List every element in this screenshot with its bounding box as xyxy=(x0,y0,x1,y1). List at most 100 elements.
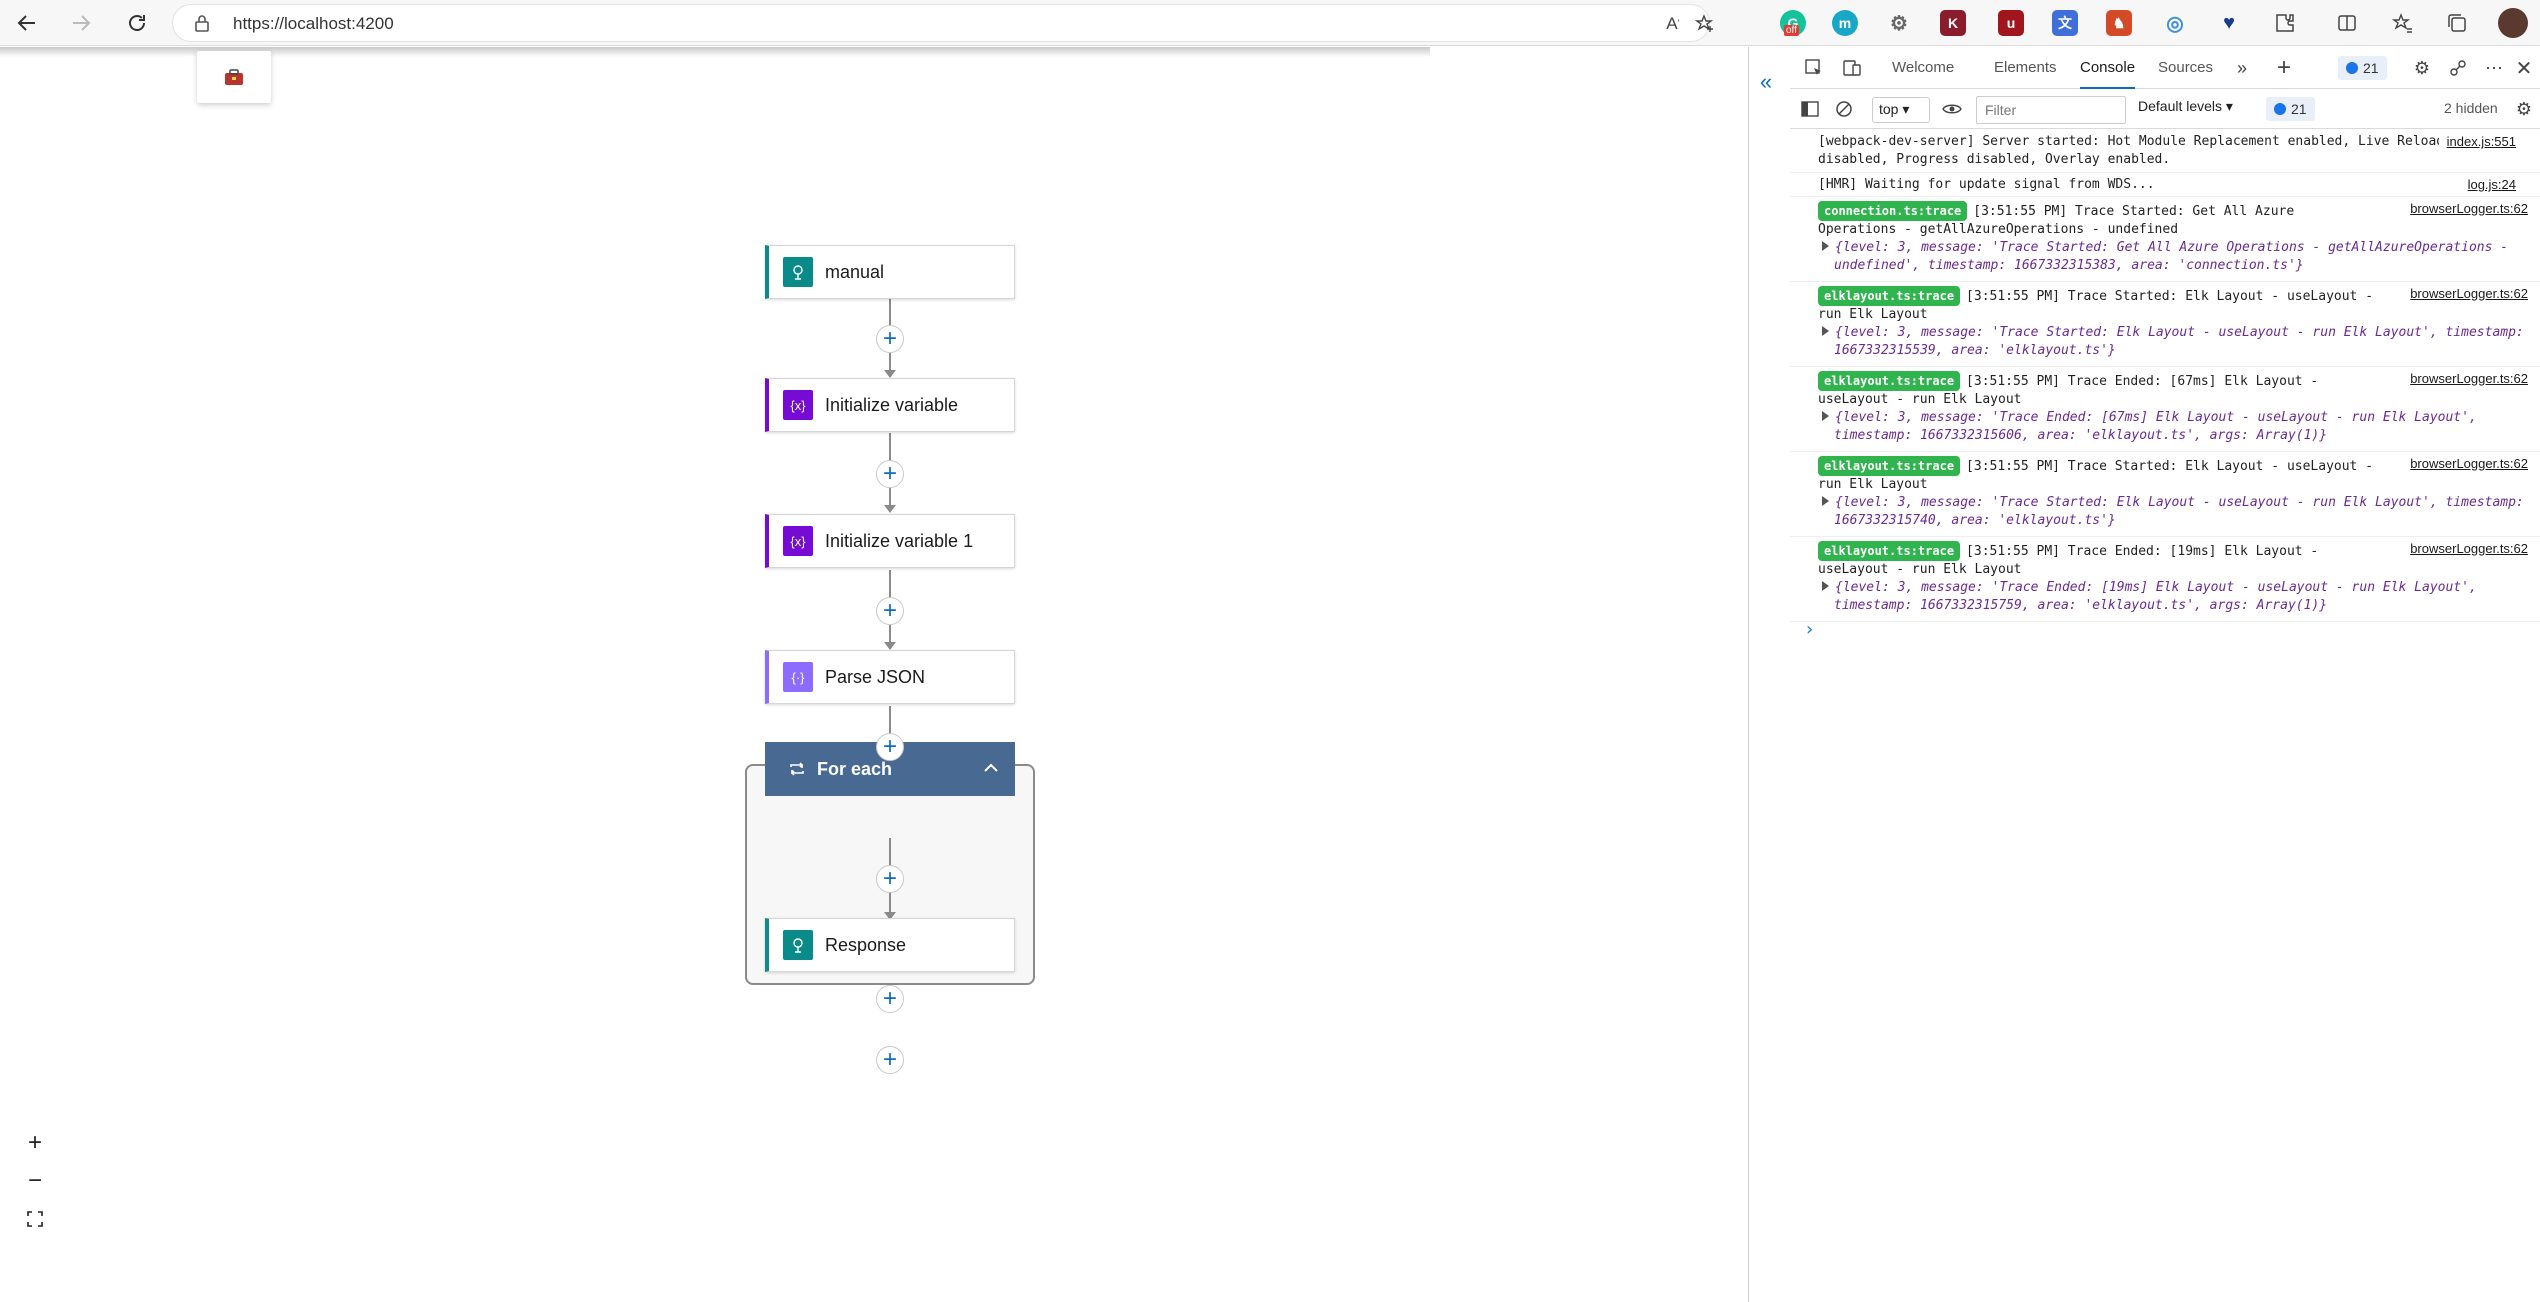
toolbox-icon xyxy=(225,69,243,85)
zoom-out-button[interactable]: − xyxy=(27,1167,42,1194)
tab-elements[interactable]: Elements xyxy=(1994,59,2057,76)
game-icon[interactable]: ♞ xyxy=(2106,10,2132,36)
object-text: {level: 3, message: 'Trace Ended: [19ms]… xyxy=(1834,580,2477,613)
message-source-link[interactable]: browserLogger.ts:62 xyxy=(2402,201,2528,216)
k-extension-icon[interactable]: K xyxy=(1940,10,1966,36)
extensions-icon[interactable] xyxy=(2272,10,2298,36)
node-response[interactable]: Response xyxy=(765,918,1015,972)
sidebar-toggle-icon[interactable] xyxy=(1798,97,1822,121)
refresh-icon xyxy=(129,15,145,31)
more-tabs-icon[interactable]: » xyxy=(2236,57,2247,78)
live-expression-eye-icon[interactable] xyxy=(1940,97,1964,121)
context-select[interactable]: top ▾ xyxy=(1872,97,1930,123)
back-arrow-icon xyxy=(17,15,35,31)
divider xyxy=(1790,172,2540,173)
tab-console[interactable]: Console xyxy=(2080,47,2136,89)
add-tab-icon[interactable]: + xyxy=(2276,54,2291,81)
levels-message-badge[interactable]: 21 xyxy=(2266,97,2315,121)
node-manual-trigger[interactable]: manual xyxy=(765,245,1015,299)
inspect-icon[interactable] xyxy=(1802,56,1826,80)
expand-triangle-icon[interactable] xyxy=(1822,496,1829,506)
node-initialize-variable[interactable]: {x} Initialize variable xyxy=(765,378,1015,432)
refresh-button[interactable] xyxy=(120,6,154,40)
log-levels-dropdown[interactable]: Default levels ▾ xyxy=(2138,98,2233,114)
add-action-button[interactable]: + xyxy=(876,865,904,893)
translate-icon[interactable]: 文 xyxy=(2052,10,2078,36)
node-parse-json[interactable]: {·} Parse JSON xyxy=(765,650,1015,704)
toolbox-button[interactable] xyxy=(197,51,271,103)
clear-console-icon[interactable] xyxy=(1832,97,1856,121)
console-message: [HMR] Waiting for update signal from WDS… xyxy=(1818,176,2528,194)
expand-triangle-icon[interactable] xyxy=(1822,326,1829,336)
node-label: Parse JSON xyxy=(825,666,926,687)
object-preview[interactable]: {level: 3, message: 'Trace Started: Elk … xyxy=(1822,324,2524,360)
divider xyxy=(1790,451,2540,452)
add-action-button[interactable]: + xyxy=(876,985,904,1013)
lock-icon xyxy=(195,15,209,32)
ublock-icon[interactable]: u xyxy=(1998,10,2024,36)
heart-shield-icon[interactable]: ♥ xyxy=(2223,11,2235,34)
console-filter-input[interactable] xyxy=(1976,96,2126,124)
object-preview[interactable]: {level: 3, message: 'Trace Started: Get … xyxy=(1822,239,2524,275)
object-preview[interactable]: {level: 3, message: 'Trace Started: Elk … xyxy=(1822,494,2524,530)
connector-arrow xyxy=(884,642,896,650)
devtools-panel xyxy=(1748,47,2540,1302)
console-message: [webpack-dev-server] Server started: Hot… xyxy=(1818,133,2528,169)
expand-triangle-icon[interactable] xyxy=(1822,241,1829,251)
message-source-link[interactable]: browserLogger.ts:62 xyxy=(2402,371,2528,386)
expand-triangle-icon[interactable] xyxy=(1822,581,1829,591)
tab-welcome[interactable]: Welcome xyxy=(1892,59,1955,76)
message-source-link[interactable]: browserLogger.ts:62 xyxy=(2402,541,2528,556)
add-action-button[interactable]: + xyxy=(876,733,904,761)
gear-extension-icon[interactable]: ⚙ xyxy=(1890,12,1908,35)
settings-gear-icon[interactable]: ⚙ xyxy=(2413,57,2431,78)
collapse-devtools-button[interactable]: « xyxy=(1759,69,1773,94)
extension-badge: off xyxy=(1784,25,1799,36)
split-screen-icon[interactable] xyxy=(2334,10,2360,36)
issues-badge[interactable]: 21 xyxy=(2338,56,2387,80)
expand-triangle-icon[interactable] xyxy=(1822,411,1829,421)
device-emulation-icon[interactable] xyxy=(1840,56,1864,80)
hidden-messages-count: 2 hidden xyxy=(2444,100,2498,116)
object-text: {level: 3, message: 'Trace Started: Elk … xyxy=(1834,495,2524,528)
message-icon xyxy=(2346,62,2358,74)
forward-button[interactable] xyxy=(64,6,98,40)
url-text[interactable]: https://localhost:4200 xyxy=(233,14,394,33)
node-label: For each xyxy=(817,758,893,779)
collections-icon[interactable] xyxy=(2444,10,2470,36)
message-source-link[interactable]: index.js:551 xyxy=(2438,133,2516,151)
add-favorite-icon[interactable] xyxy=(1693,12,1717,36)
message-text: [3:51:55 PM] Trace Ended: [19ms] Elk Lay… xyxy=(1818,544,2319,577)
fit-view-button[interactable] xyxy=(14,1200,56,1238)
tab-sources[interactable]: Sources xyxy=(2158,59,2214,76)
console-message: connection.ts:trace[3:51:55 PM] Trace St… xyxy=(1818,201,2378,239)
connections-icon[interactable] xyxy=(2446,56,2470,80)
collapse-chevron-icon[interactable] xyxy=(979,756,1003,780)
zoom-controls: + − xyxy=(14,1124,56,1238)
back-button[interactable] xyxy=(10,6,44,40)
message-source-link[interactable]: browserLogger.ts:62 xyxy=(2402,456,2528,471)
message-source-link[interactable]: browserLogger.ts:62 xyxy=(2402,286,2528,301)
trace-tag: elklayout.ts:trace xyxy=(1818,286,1961,306)
add-action-button[interactable]: + xyxy=(876,325,904,353)
forward-arrow-icon xyxy=(73,15,91,31)
close-devtools-icon[interactable]: ✕ xyxy=(2515,57,2533,80)
object-preview[interactable]: {level: 3, message: 'Trace Ended: [67ms]… xyxy=(1822,409,2524,445)
message-source-link[interactable]: log.js:24 xyxy=(2459,176,2516,194)
zoom-in-button[interactable]: + xyxy=(27,1129,42,1156)
profile-avatar[interactable] xyxy=(2498,8,2528,38)
favorites-icon[interactable] xyxy=(2390,10,2416,36)
more-options-icon[interactable]: ⋯ xyxy=(2485,57,2503,78)
add-action-button[interactable]: + xyxy=(876,1046,904,1074)
add-action-button[interactable]: + xyxy=(876,460,904,488)
console-prompt[interactable]: › xyxy=(1804,619,1815,640)
trace-tag: elklayout.ts:trace xyxy=(1818,371,1961,391)
add-action-button[interactable]: + xyxy=(876,597,904,625)
console-settings-icon[interactable]: ⚙ xyxy=(2515,98,2533,119)
target-icon[interactable]: ◎ xyxy=(2166,12,2184,35)
m-extension-icon[interactable]: m xyxy=(1832,10,1858,36)
node-initialize-variable-1[interactable]: {x} Initialize variable 1 xyxy=(765,514,1015,568)
object-preview[interactable]: {level: 3, message: 'Trace Ended: [19ms]… xyxy=(1822,579,2524,615)
